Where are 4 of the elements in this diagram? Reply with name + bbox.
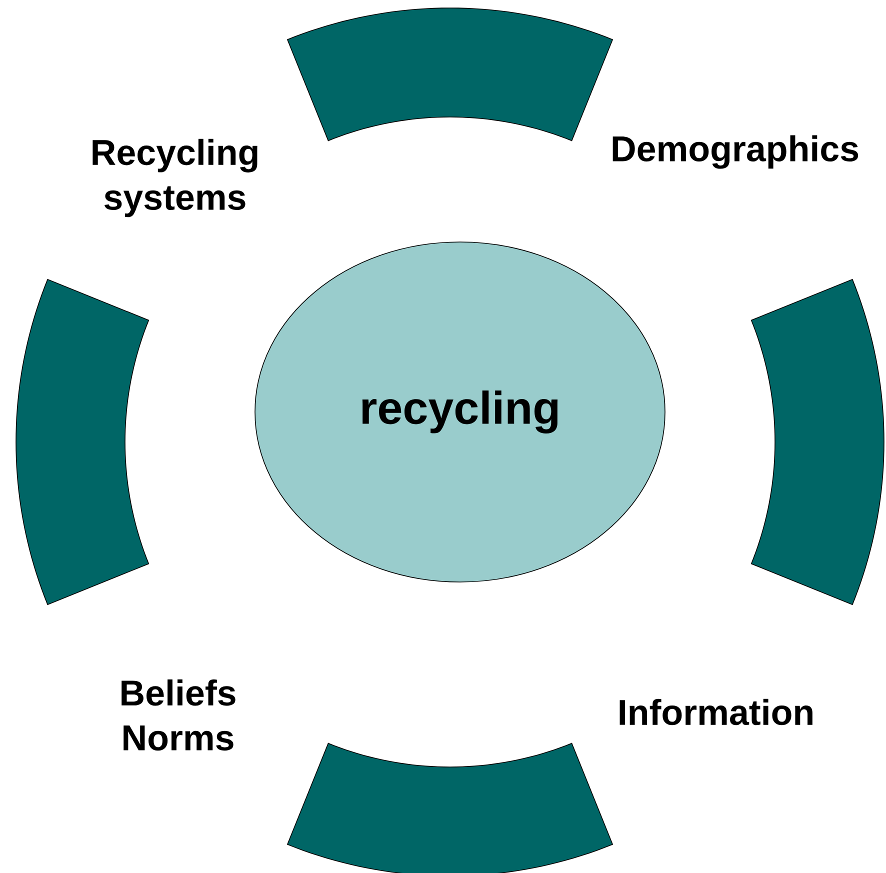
category-label: Recycling systems [92, 138, 258, 218]
category-label: Information [620, 698, 812, 726]
category-label: Beliefs Norms [122, 679, 236, 751]
category-label: Demographics [612, 135, 858, 169]
